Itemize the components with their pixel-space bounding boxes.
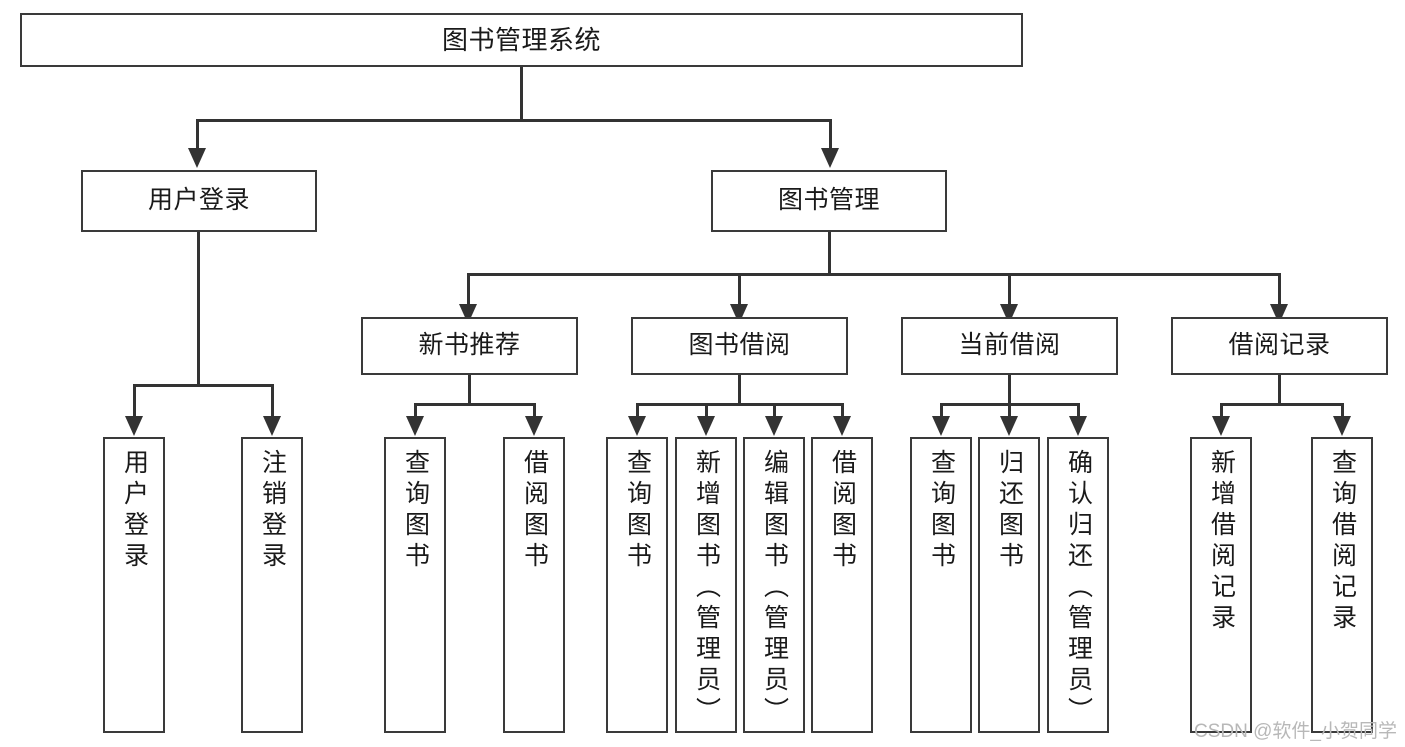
arrowhead-bb-leaf-1: [628, 416, 646, 436]
connector-user-login-bus: [133, 384, 273, 387]
connector-new-book-recommend-bus: [414, 403, 536, 406]
connector-bb-leaf-1: [636, 403, 639, 417]
connector-to-book-borrow: [738, 273, 741, 305]
leaf-logout[interactable]: 注销登录: [241, 437, 303, 733]
leaf-bb-edit-book-admin[interactable]: 编辑图书（管理员）: [743, 437, 805, 733]
leaf-bb-borrow-book[interactable]: 借阅图书: [811, 437, 873, 733]
arrowhead-book-management: [821, 148, 839, 168]
node-current-borrow[interactable]: 当前借阅: [901, 317, 1118, 375]
connector-br-leaf-2: [1341, 403, 1344, 417]
node-label: 查询图书: [401, 449, 430, 573]
arrowhead-bb-leaf-2: [697, 416, 715, 436]
node-label: 用户登录: [147, 186, 250, 215]
arrowhead-bb-leaf-4: [833, 416, 851, 436]
leaf-bb-search-book[interactable]: 查询图书: [606, 437, 668, 733]
arrowhead-nbr-leaf-2: [525, 416, 543, 436]
connector-new-book-recommend-trunk: [468, 375, 471, 403]
connector-to-borrow-record: [1278, 273, 1281, 305]
leaf-cb-return-book[interactable]: 归还图书: [978, 437, 1040, 733]
connector-root-trunk: [520, 67, 523, 119]
connector-level3-bus: [467, 273, 1281, 276]
node-label: 新书推荐: [418, 331, 521, 360]
node-book-borrow[interactable]: 图书借阅: [631, 317, 848, 375]
connector-root-to-book-management: [829, 119, 832, 149]
leaf-cb-confirm-return-admin[interactable]: 确认归还（管理员）: [1047, 437, 1109, 733]
connector-cb-leaf-3: [1077, 403, 1080, 417]
leaf-br-add-record[interactable]: 新增借阅记录: [1190, 437, 1252, 733]
node-borrow-record[interactable]: 借阅记录: [1171, 317, 1388, 375]
node-root-book-management-system[interactable]: 图书管理系统: [20, 13, 1023, 67]
node-label: 确认归还（管理员）: [1064, 449, 1093, 728]
connector-current-borrow-trunk: [1008, 375, 1011, 403]
node-label: 借阅记录: [1228, 331, 1331, 360]
connector-user-login-trunk: [197, 232, 200, 384]
connector-cb-leaf-2: [1008, 403, 1011, 417]
node-label: 图书管理系统: [441, 24, 601, 55]
leaf-bb-add-book-admin[interactable]: 新增图书（管理员）: [675, 437, 737, 733]
connector-to-new-book-recommend: [467, 273, 470, 305]
arrowhead-user-login: [188, 148, 206, 168]
arrowhead-nbr-leaf-1: [406, 416, 424, 436]
connector-nbr-leaf-1: [414, 403, 417, 417]
arrowhead-leaf-user-login: [125, 416, 143, 436]
arrowhead-bb-leaf-3: [765, 416, 783, 436]
arrowhead-cb-leaf-2: [1000, 416, 1018, 436]
connector-root-bus: [196, 119, 832, 122]
leaf-cb-search-book[interactable]: 查询图书: [910, 437, 972, 733]
connector-book-management-trunk: [828, 232, 831, 273]
connector-bb-leaf-3: [773, 403, 776, 417]
connector-cb-leaf-1: [940, 403, 943, 417]
node-label: 借阅图书: [828, 449, 857, 573]
connector-book-borrow-bus: [636, 403, 844, 406]
node-label: 查询图书: [623, 449, 652, 573]
node-label: 当前借阅: [958, 331, 1061, 360]
node-new-book-recommend[interactable]: 新书推荐: [361, 317, 578, 375]
node-label: 注销登录: [258, 449, 287, 573]
connector-to-current-borrow: [1008, 273, 1011, 305]
connector-borrow-record-bus: [1220, 403, 1344, 406]
node-label: 查询借阅记录: [1328, 449, 1357, 635]
node-label: 查询图书: [927, 449, 956, 573]
arrowhead-cb-leaf-1: [932, 416, 950, 436]
arrowhead-cb-leaf-3: [1069, 416, 1087, 436]
connector-root-to-user-login: [196, 119, 199, 149]
connector-borrow-record-trunk: [1278, 375, 1281, 403]
node-label: 新增图书（管理员）: [692, 449, 721, 728]
node-label: 图书管理: [777, 186, 880, 215]
leaf-nbr-search-book[interactable]: 查询图书: [384, 437, 446, 733]
node-label: 归还图书: [995, 449, 1024, 573]
leaf-nbr-borrow-book[interactable]: 借阅图书: [503, 437, 565, 733]
arrowhead-br-leaf-1: [1212, 416, 1230, 436]
connector-book-borrow-trunk: [738, 375, 741, 403]
node-label: 编辑图书（管理员）: [760, 449, 789, 728]
node-label: 新增借阅记录: [1207, 449, 1236, 635]
node-book-management[interactable]: 图书管理: [711, 170, 947, 232]
connector-to-leaf-logout: [271, 384, 274, 417]
node-user-login[interactable]: 用户登录: [81, 170, 317, 232]
leaf-user-login[interactable]: 用户登录: [103, 437, 165, 733]
node-label: 用户登录: [120, 449, 149, 573]
node-label: 图书借阅: [688, 331, 791, 360]
connector-nbr-leaf-2: [533, 403, 536, 417]
connector-bb-leaf-4: [841, 403, 844, 417]
node-label: 借阅图书: [520, 449, 549, 573]
leaf-br-search-record[interactable]: 查询借阅记录: [1311, 437, 1373, 733]
connector-br-leaf-1: [1220, 403, 1223, 417]
connector-bb-leaf-2: [705, 403, 708, 417]
arrowhead-leaf-logout: [263, 416, 281, 436]
connector-to-leaf-user-login: [133, 384, 136, 417]
arrowhead-br-leaf-2: [1333, 416, 1351, 436]
